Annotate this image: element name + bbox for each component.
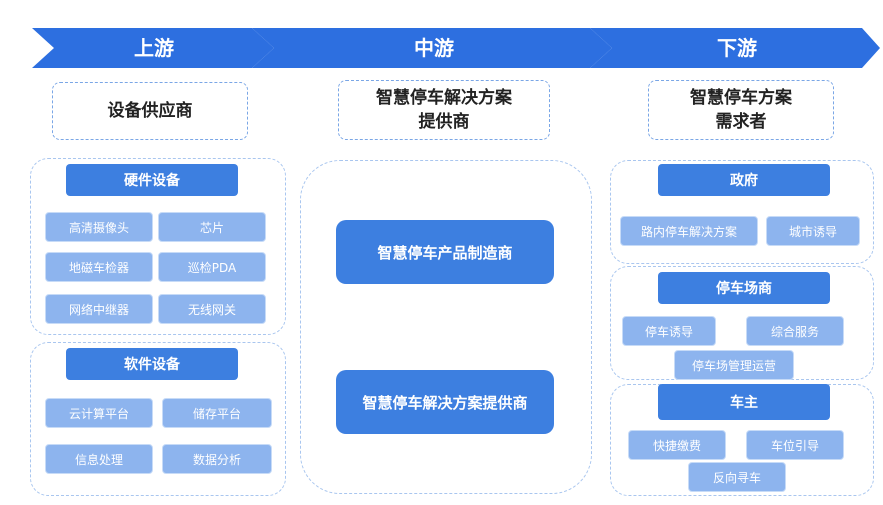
parking-operator-item: 停车场管理运营 xyxy=(674,350,794,380)
downstream-title-box: 智慧停车方案 需求者 xyxy=(648,80,834,140)
car-owner-item: 车位引导 xyxy=(746,430,844,460)
solution-provider-box: 智慧停车解决方案提供商 xyxy=(336,370,554,434)
downstream-title-line2: 需求者 xyxy=(715,112,767,132)
government-item: 路内停车解决方案 xyxy=(620,216,758,246)
stage-arrows xyxy=(32,28,880,68)
parking-operator-header: 停车场商 xyxy=(658,272,830,304)
hardware-item: 高清摄像头 xyxy=(45,212,153,242)
software-item: 储存平台 xyxy=(162,398,272,428)
software-item: 云计算平台 xyxy=(45,398,153,428)
midstream-title-box: 智慧停车解决方案 提供商 xyxy=(338,80,550,140)
midstream-group xyxy=(300,160,592,494)
hardware-item: 芯片 xyxy=(158,212,266,242)
upstream-title: 设备供应商 xyxy=(107,101,193,121)
car-owner-item: 快捷缴费 xyxy=(628,430,726,460)
midstream-title-line2: 提供商 xyxy=(418,112,470,132)
hardware-item: 地磁车检器 xyxy=(45,252,153,282)
upstream-arrow xyxy=(32,28,274,68)
downstream-arrow xyxy=(590,28,880,68)
car-owner-item: 反向寻车 xyxy=(688,462,786,492)
car-owner-header: 车主 xyxy=(658,384,830,420)
software-header: 软件设备 xyxy=(66,348,238,380)
government-item: 城市诱导 xyxy=(766,216,860,246)
upstream-title-box: 设备供应商 xyxy=(52,82,248,140)
downstream-label: 下游 xyxy=(717,36,757,60)
parking-operator-item: 停车诱导 xyxy=(622,316,716,346)
government-header: 政府 xyxy=(658,164,830,196)
upstream-label: 上游 xyxy=(134,36,174,60)
hardware-item: 网络中继器 xyxy=(45,294,153,324)
parking-operator-item: 综合服务 xyxy=(746,316,844,346)
software-item: 信息处理 xyxy=(45,444,153,474)
hardware-item: 无线网关 xyxy=(158,294,266,324)
downstream-title-line1: 智慧停车方案 xyxy=(690,88,792,108)
midstream-label: 中游 xyxy=(414,36,454,60)
hardware-item: 巡检PDA xyxy=(158,252,266,282)
midstream-title-line1: 智慧停车解决方案 xyxy=(376,88,512,108)
software-item: 数据分析 xyxy=(162,444,272,474)
product-manufacturer-box: 智慧停车产品制造商 xyxy=(336,220,554,284)
midstream-arrow xyxy=(252,28,612,68)
hardware-header: 硬件设备 xyxy=(66,164,238,196)
